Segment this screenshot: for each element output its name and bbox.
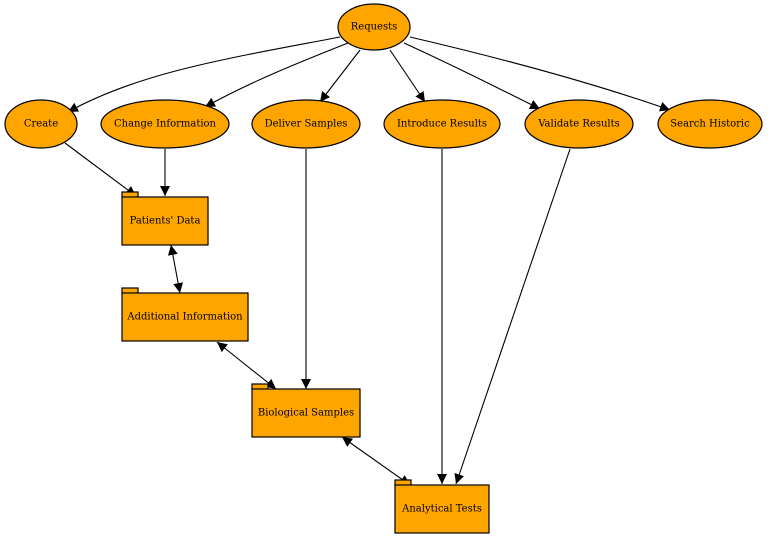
node-label-analytical-tests: Analytical Tests (401, 504, 482, 515)
node-validate-results[interactable]: Validate Results (524, 99, 634, 149)
node-label-patients-data: Patients' Data (130, 216, 201, 227)
node-deliver-samples[interactable]: Deliver Samples (251, 99, 361, 149)
node-label-introduce-results: Introduce Results (397, 119, 487, 130)
node-label-create: Create (24, 119, 58, 130)
edge-requests-search-historic (409, 36, 671, 112)
node-requests[interactable]: Requests (337, 3, 411, 51)
edge-requests-change-information (204, 42, 349, 108)
edge-patients-data-additional-information (167, 244, 184, 294)
node-label-additional-information: Additional Information (126, 312, 243, 323)
edge-requests-deliver-samples (319, 49, 361, 103)
node-label-validate-results: Validate Results (537, 119, 620, 130)
node-search-historic[interactable]: Search Historic (657, 99, 763, 149)
node-create[interactable]: Create (4, 99, 78, 149)
node-analytical-tests[interactable]: Analytical Tests (394, 479, 490, 534)
edge-requests-introduce-results (389, 49, 426, 103)
node-additional-information[interactable]: Additional Information (121, 287, 249, 342)
node-change-information[interactable]: Change Information (100, 99, 230, 149)
edge-create-patients-data (64, 142, 137, 197)
node-label-search-historic: Search Historic (670, 119, 750, 130)
node-biological-samples[interactable]: Biological Samples (251, 383, 361, 438)
node-patients-data[interactable]: Patients' Data (121, 191, 209, 246)
edge-additional-information-biological-samples (216, 341, 277, 390)
edge-requests-validate-results (403, 42, 541, 110)
edge-biological-samples-analytical-tests (341, 436, 411, 486)
edge-validate-results-analytical-tests (454, 148, 571, 485)
node-label-biological-samples: Biological Samples (258, 408, 354, 419)
node-label-requests: Requests (351, 22, 398, 33)
node-label-deliver-samples: Deliver Samples (265, 119, 348, 130)
edge-requests-create (67, 36, 341, 113)
node-label-change-information: Change Information (114, 119, 217, 130)
node-introduce-results[interactable]: Introduce Results (383, 99, 501, 149)
edges (64, 36, 671, 486)
